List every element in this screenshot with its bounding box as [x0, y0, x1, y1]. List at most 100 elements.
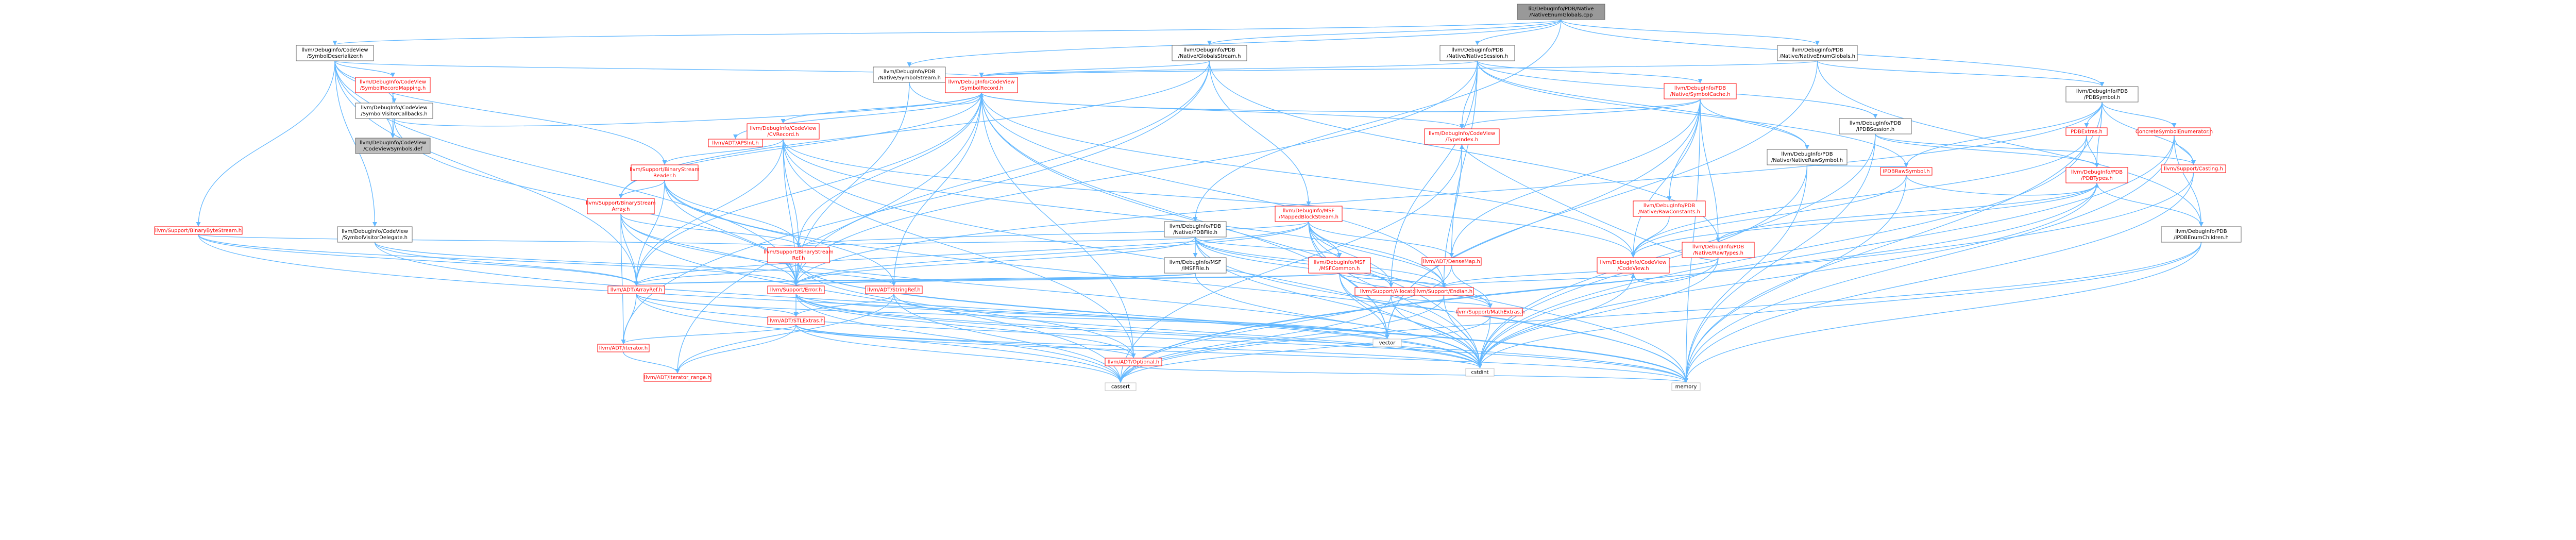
node-label: llvm/DebugInfo/PDB — [2076, 89, 2128, 94]
node-iterrange[interactable]: llvm/ADT/iterator_range.h — [643, 373, 711, 382]
node-err[interactable]: llvm/Support/Error.h — [767, 285, 825, 294]
node-box — [1465, 368, 1495, 377]
edge-svd-to-cstdint — [374, 242, 1482, 368]
node-nss[interactable]: llvm/DebugInfo/PDB/Native/SymbolStream.h — [873, 66, 946, 83]
node-codeview[interactable]: llvm/DebugInfo/CodeView/CodeView.h — [1597, 257, 1670, 274]
node-msfmbs[interactable]: llvm/DebugInfo/MSF/MappedBlockStream.h — [1275, 206, 1343, 222]
edge-cvsd-to-svd — [334, 60, 378, 227]
edge-ipdbraw-to-memory — [1683, 175, 1907, 383]
node-nrawt[interactable]: llvm/DebugInfo/PDB/Native/RawTypes.h — [1682, 242, 1755, 258]
node-cvsd[interactable]: llvm/DebugInfo/CodeView/SymbolDeserializ… — [296, 45, 374, 61]
edge-nrawsym-to-ipdbraw — [1806, 162, 1908, 167]
node-label: llvm/Support/BinaryByteStream.h — [155, 228, 242, 234]
node-box — [2138, 127, 2211, 136]
node-endian[interactable]: llvm/Support/Endian.h — [1414, 287, 1474, 296]
node-sr[interactable]: llvm/DebugInfo/CodeView/SymbolRecord.h — [945, 77, 1018, 93]
node-label: /Native/SymbolCache.h — [1670, 92, 1731, 97]
edge-pdbextras-to-pdbtypes — [2086, 135, 2099, 167]
node-box — [631, 164, 699, 181]
node-stringref[interactable]: llvm/ADT/StringRef.h — [865, 285, 923, 294]
node-label: llvm/DebugInfo/CodeView — [361, 105, 427, 111]
edge-concrete-to-memory — [1683, 135, 2175, 383]
node-mathextras[interactable]: llvm/Support/MathExtras.h — [1456, 308, 1525, 316]
node-label: llvm/DebugInfo/PDB — [2175, 229, 2227, 234]
node-label: /Native/NativeEnumGlobals.h — [1780, 54, 1855, 59]
node-nrawsym[interactable]: llvm/DebugInfo/PDB/Native/NativeRawSymbo… — [1767, 149, 1848, 165]
edge-msfmbs-to-bsref — [796, 221, 1309, 247]
node-nsess[interactable]: llvm/DebugInfo/PDB/Native/NativeSession.… — [1439, 45, 1515, 61]
edge-concrete-to-casting — [2174, 135, 2196, 165]
node-label: llvm/DebugInfo/MSF — [1314, 260, 1366, 265]
node-pdbtypes[interactable]: llvm/DebugInfo/PDB/PDBTypes.h — [2065, 167, 2128, 183]
node-ngs[interactable]: llvm/DebugInfo/PDB/Native/GlobalsStream.… — [1172, 45, 1247, 61]
node-densemap[interactable]: llvm/ADT/DenseMap.h — [1421, 257, 1482, 266]
node-box — [1767, 149, 1848, 165]
node-stlextras[interactable]: llvm/ADT/STLExtras.h — [767, 316, 825, 325]
edge-bbs-to-err — [198, 234, 799, 286]
node-root[interactable]: lib/DebugInfo/PDB/Native/NativeEnumGloba… — [1517, 4, 1605, 20]
node-label: /TypeIndex.h — [1446, 137, 1478, 143]
dependency-edges — [196, 19, 2204, 383]
node-label: llvm/Support/BinaryStream — [630, 167, 700, 173]
node-ipdbraw[interactable]: IPDBRawSymbol.h — [1880, 167, 1933, 176]
node-iter[interactable]: llvm/ADT/iterator.h — [597, 344, 650, 352]
node-bbs[interactable]: llvm/Support/BinaryByteStream.h — [154, 226, 243, 235]
node-ienum[interactable]: llvm/DebugInfo/PDB/IPDBEnumChildren.h — [2161, 226, 2242, 243]
node-box — [607, 285, 665, 294]
node-label: /SymbolVisitorDelegate.h — [342, 235, 408, 241]
node-pdbsym[interactable]: llvm/DebugInfo/PDB/PDBSymbol.h — [2065, 86, 2139, 103]
node-box — [1671, 382, 1701, 391]
node-label: cstdint — [1471, 370, 1488, 376]
node-label: /SymbolVisitorCallbacks.h — [361, 111, 427, 117]
node-pdbsess[interactable]: llvm/DebugInfo/PDB/IPDBSession.h — [1839, 118, 1912, 134]
node-label: Ref.h — [792, 256, 805, 261]
node-svc[interactable]: llvm/DebugInfo/CodeView/SymbolVisitorCal… — [355, 103, 433, 119]
edge-ienum-to-cstdint — [1478, 242, 2202, 368]
node-label: ConcreteSymbolEnumerator.h — [2136, 129, 2213, 135]
edge-optional-to-memory — [1133, 365, 1688, 383]
node-pdbfile[interactable]: llvm/DebugInfo/PDB/Native/PDBFile.h — [1164, 221, 1227, 238]
node-cassert[interactable]: cassert — [1105, 382, 1137, 391]
node-nrawc[interactable]: llvm/DebugInfo/PDB/Native/RawConstants.h — [1633, 200, 1706, 217]
node-svd[interactable]: llvm/DebugInfo/CodeView/SymbolVisitorDel… — [337, 226, 413, 243]
edge-ipdbraw-to-codeview — [1631, 175, 1907, 258]
node-msfc[interactable]: llvm/DebugInfo/MSF/MSFCommon.h — [1308, 257, 1371, 274]
edge-symcache-to-nrawsym — [1700, 98, 1810, 149]
node-casting[interactable]: llvm/Support/Casting.h — [2161, 164, 2226, 173]
edge-nsess-to-ipdbraw — [1477, 60, 1909, 167]
node-label: llvm/DebugInfo/PDB — [884, 69, 935, 75]
node-typeindex[interactable]: llvm/DebugInfo/CodeView/TypeIndex.h — [1424, 128, 1500, 145]
node-apint[interactable]: llvm/ADT/APSInt.h — [708, 139, 763, 147]
node-box — [355, 77, 431, 93]
node-cvsyms[interactable]: llvm/DebugInfo/CodeView/CodeViewSymbols.… — [355, 138, 431, 154]
node-cstdint[interactable]: cstdint — [1465, 368, 1495, 377]
node-symcache[interactable]: llvm/DebugInfo/PDB/Native/SymbolCache.h — [1664, 83, 1737, 99]
node-label: llvm/ADT/iterator.h — [599, 346, 648, 351]
node-memory[interactable]: memory — [1671, 382, 1701, 391]
node-box — [747, 123, 820, 140]
node-neg[interactable]: llvm/DebugInfo/PDB/Native/NativeEnumGlob… — [1777, 45, 1858, 61]
edge-pdbtypes-to-codeview — [1631, 182, 2097, 258]
node-pdbextras[interactable]: PDBExtras.h — [2065, 127, 2108, 136]
edge-pdbtypes-to-nrawt — [1716, 182, 2097, 242]
node-label: llvm/DebugInfo/CodeView — [1600, 260, 1666, 265]
edge-msfmbs-to-endian — [1308, 221, 1447, 288]
node-label: /Native/RawConstants.h — [1638, 209, 1700, 215]
node-label: llvm/DebugInfo/PDB — [1692, 244, 1744, 250]
node-cvrec[interactable]: llvm/DebugInfo/CodeView/CVRecord.h — [747, 123, 820, 140]
edge-sr-to-cvrec — [781, 92, 982, 124]
node-imsf[interactable]: llvm/DebugInfo/MSF/IMSFFile.h — [1164, 257, 1227, 274]
node-label: /Native/GlobalsStream.h — [1178, 54, 1241, 59]
node-arrayref[interactable]: llvm/ADT/ArrayRef.h — [607, 285, 665, 294]
edge-alloc-to-cassert — [1118, 295, 1392, 383]
node-vector[interactable]: vector — [1372, 339, 1402, 347]
node-concrete[interactable]: ConcreteSymbolEnumerator.h — [2136, 127, 2213, 136]
node-label: /CodeView.h — [1617, 266, 1649, 272]
node-optional[interactable]: llvm/ADT/Optional.h — [1105, 358, 1162, 366]
node-box — [708, 139, 763, 147]
node-srm[interactable]: llvm/DebugInfo/CodeView/SymbolRecordMapp… — [355, 77, 431, 93]
node-label: vector — [1379, 341, 1396, 346]
